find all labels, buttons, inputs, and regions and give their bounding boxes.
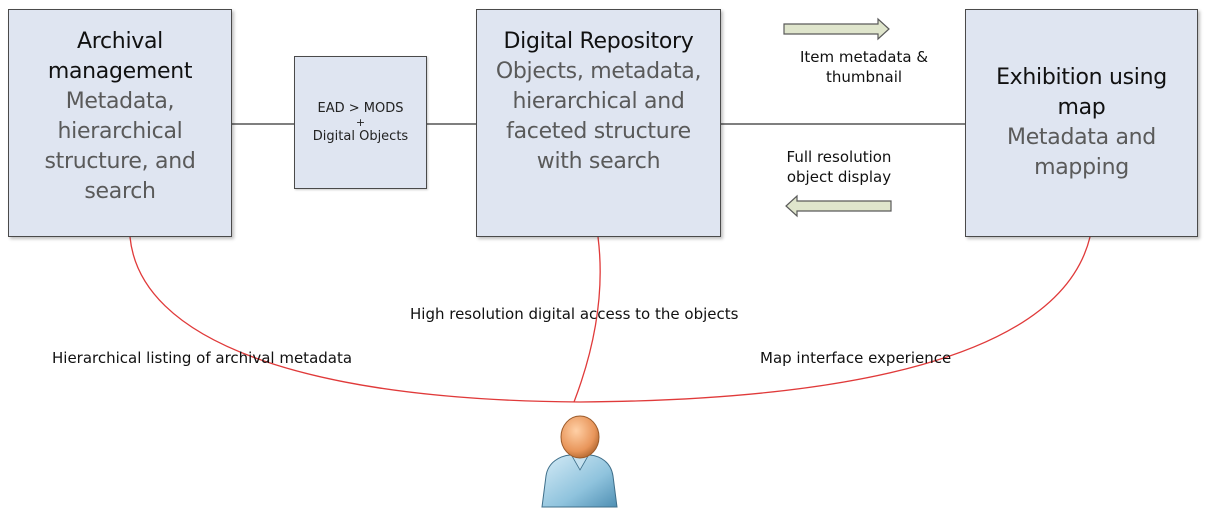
digital-repository-box: Digital Repository Objects, metadata, hi…	[476, 9, 721, 237]
arrow-left-icon	[785, 194, 892, 218]
digital-repository-body: Objects, metadata, hierarchical and face…	[495, 59, 702, 174]
exhibition-title: Exhibition using map	[996, 65, 1167, 120]
ead-mods-box: EAD > MODS + Digital Objects	[294, 56, 427, 189]
user-link-repository	[573, 236, 601, 403]
hierarchical-listing-label: Hierarchical listing of archival metadat…	[52, 349, 353, 367]
digital-objects-label: Digital Objects	[312, 129, 409, 144]
ead-plus-label: +	[355, 116, 366, 129]
archival-management-title: Archival management	[47, 29, 193, 84]
arrow-right-icon	[783, 17, 890, 41]
item-metadata-label: Item metadata & thumbnail	[799, 48, 929, 86]
high-resolution-access-label: High resolution digital access to the ob…	[410, 305, 739, 323]
full-resolution-label: Full resolution object display	[786, 148, 892, 186]
map-interface-label: Map interface experience	[760, 349, 952, 367]
user-icon	[541, 415, 618, 508]
archival-management-box: Archival management Metadata, hierarchic…	[8, 9, 232, 237]
user-link-exhibition	[579, 236, 1091, 403]
ead-mods-label: EAD > MODS	[317, 101, 404, 116]
user-link-archival	[129, 236, 581, 403]
exhibition-box: Exhibition using map Metadata and mappin…	[965, 9, 1198, 237]
digital-repository-title: Digital Repository	[503, 29, 694, 54]
exhibition-body: Metadata and mapping	[1007, 125, 1156, 180]
archival-management-body: Metadata, hierarchical structure, and se…	[44, 89, 196, 204]
